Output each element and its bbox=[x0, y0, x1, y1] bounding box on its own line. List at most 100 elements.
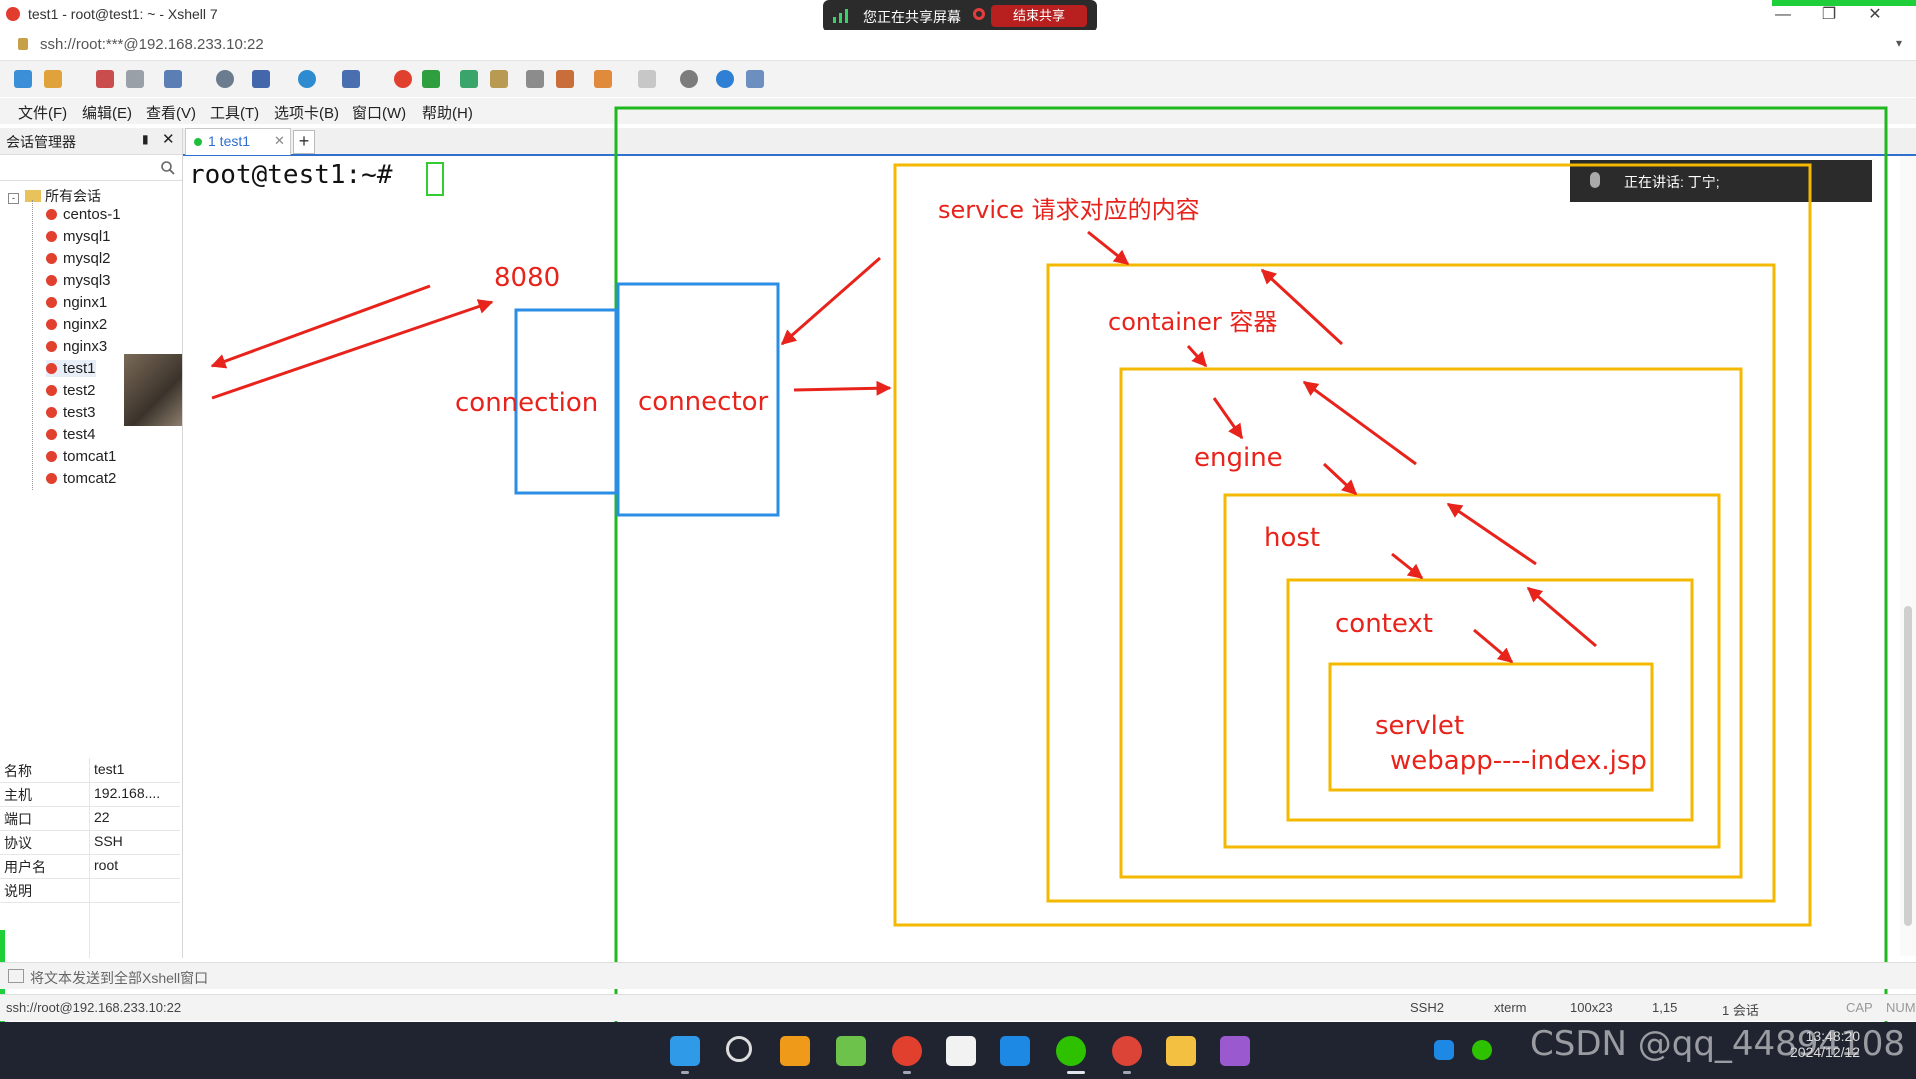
status-size: 100x23 bbox=[1570, 1000, 1613, 1015]
prop-key: 名称 bbox=[4, 763, 32, 779]
pin-icon[interactable]: ▮ bbox=[142, 132, 149, 146]
status-session-count[interactable]: 1 会话 bbox=[1722, 1003, 1759, 1018]
session-item-nginx1[interactable]: nginx1 bbox=[46, 294, 107, 311]
minimize-button[interactable]: — bbox=[1775, 6, 1791, 23]
session-item-test4[interactable]: test4 bbox=[46, 426, 96, 443]
session-item-test2[interactable]: test2 bbox=[46, 382, 96, 399]
windows-start-icon[interactable] bbox=[670, 1036, 700, 1066]
window-title: test1 - root@test1: ~ - Xshell 7 bbox=[28, 6, 218, 22]
session-icon bbox=[46, 407, 57, 418]
session-item-tomcat1[interactable]: tomcat1 bbox=[46, 448, 116, 465]
prop-key: 用户名 bbox=[4, 859, 46, 875]
fullscreen-icon[interactable] bbox=[460, 70, 478, 88]
app-icon[interactable] bbox=[1220, 1036, 1250, 1066]
session-icon bbox=[46, 363, 57, 374]
layout-icon[interactable] bbox=[252, 70, 270, 88]
new-tab-button[interactable]: + bbox=[293, 130, 315, 154]
session-item-tomcat2[interactable]: tomcat2 bbox=[46, 470, 116, 487]
menu-view[interactable]: 查看(V) bbox=[146, 105, 196, 122]
disconnect-icon[interactable] bbox=[96, 70, 114, 88]
tray-app-icon[interactable] bbox=[1434, 1040, 1454, 1060]
taskview-icon[interactable] bbox=[780, 1036, 810, 1066]
xshell-taskbar-icon[interactable] bbox=[892, 1036, 922, 1066]
menu-tools[interactable]: 工具(T) bbox=[210, 105, 260, 122]
collapse-icon[interactable]: - bbox=[8, 193, 19, 204]
reconnect-icon[interactable] bbox=[126, 70, 144, 88]
session-item-centos-1[interactable]: centos-1 bbox=[46, 206, 121, 223]
close-button[interactable]: ✕ bbox=[1868, 6, 1882, 23]
wechat-icon[interactable] bbox=[1056, 1036, 1086, 1066]
prop-value: SSH bbox=[94, 833, 123, 849]
add-icon[interactable] bbox=[594, 70, 612, 88]
photos-icon[interactable] bbox=[1000, 1036, 1030, 1066]
new-session-icon[interactable] bbox=[14, 70, 32, 88]
panel-splitter[interactable] bbox=[182, 128, 183, 958]
session-label: nginx1 bbox=[63, 294, 108, 311]
search-icon[interactable] bbox=[160, 160, 176, 176]
session-manager-header: 会话管理器 ▮ ✕ bbox=[0, 128, 182, 155]
toolbar bbox=[0, 61, 1916, 97]
xshell-icon[interactable] bbox=[394, 70, 412, 88]
menu-tabs[interactable]: 选项卡(B) bbox=[274, 105, 339, 122]
prop-key: 协议 bbox=[4, 835, 32, 851]
terminal-area[interactable]: root@test1:~# bbox=[183, 156, 1900, 956]
terminal-scrollbar[interactable] bbox=[1900, 156, 1916, 956]
session-search-box[interactable] bbox=[0, 156, 182, 181]
globe-icon[interactable] bbox=[298, 70, 316, 88]
font-icon[interactable] bbox=[342, 70, 360, 88]
session-item-test3[interactable]: test3 bbox=[46, 404, 96, 421]
tray-wechat-icon[interactable] bbox=[1472, 1040, 1492, 1060]
close-panel-icon[interactable]: ✕ bbox=[162, 131, 175, 148]
address-text[interactable]: ssh://root:***@192.168.233.10:22 bbox=[40, 36, 264, 53]
status-address: ssh://root@192.168.233.10:22 bbox=[6, 1000, 182, 1015]
menu-window[interactable]: 窗口(W) bbox=[352, 105, 407, 122]
session-item-nginx2[interactable]: nginx2 bbox=[46, 316, 107, 333]
session-label: tomcat2 bbox=[63, 470, 117, 487]
properties-icon[interactable] bbox=[164, 70, 182, 88]
chrome-icon[interactable] bbox=[1112, 1036, 1142, 1066]
typora-icon[interactable] bbox=[946, 1036, 976, 1066]
tab-close-icon[interactable]: ✕ bbox=[274, 133, 285, 148]
address-dropdown-icon[interactable]: ▾ bbox=[1896, 36, 1903, 50]
stop-sharing-button[interactable]: 结束共享 bbox=[991, 5, 1087, 27]
search-taskbar-icon[interactable] bbox=[726, 1036, 752, 1062]
tree-root[interactable]: - 所有会话 bbox=[8, 186, 101, 206]
notepad-icon[interactable] bbox=[836, 1036, 866, 1066]
keyboard-icon[interactable] bbox=[526, 70, 544, 88]
connected-status-icon bbox=[194, 138, 202, 146]
system-clock[interactable]: 13:48:20 2024/12/12 bbox=[1790, 1028, 1860, 1060]
layout2-icon[interactable] bbox=[638, 70, 656, 88]
session-label: test1 bbox=[63, 360, 96, 377]
menu-file[interactable]: 文件(F) bbox=[18, 105, 68, 122]
prop-value: 192.168.... bbox=[94, 785, 161, 801]
chat-icon[interactable] bbox=[746, 70, 764, 88]
lock-toolbar-icon[interactable] bbox=[490, 70, 508, 88]
tree-root-label: 所有会话 bbox=[45, 188, 101, 204]
session-item-mysql1[interactable]: mysql1 bbox=[46, 228, 111, 245]
speaking-indicator: 正在讲话: 丁宁; bbox=[1570, 160, 1872, 202]
open-folder-icon[interactable] bbox=[44, 70, 62, 88]
session-item-test1[interactable]: test1 bbox=[46, 360, 96, 377]
session-label: mysql1 bbox=[63, 228, 111, 245]
file-explorer-icon[interactable] bbox=[1166, 1036, 1196, 1066]
settings-icon[interactable] bbox=[680, 70, 698, 88]
help-icon[interactable] bbox=[716, 70, 734, 88]
send-to-all-bar[interactable]: 将文本发送到全部Xshell窗口 bbox=[0, 962, 1916, 989]
menu-edit[interactable]: 编辑(E) bbox=[82, 105, 132, 122]
menu-help[interactable]: 帮助(H) bbox=[422, 105, 473, 122]
tab-strip: 1 test1 ✕ + bbox=[183, 128, 1916, 156]
session-item-mysql2[interactable]: mysql2 bbox=[46, 250, 111, 267]
session-item-nginx3[interactable]: nginx3 bbox=[46, 338, 107, 355]
xftp-icon[interactable] bbox=[422, 70, 440, 88]
menu-bar: 文件(F) 编辑(E) 查看(V) 工具(T) 选项卡(B) 窗口(W) 帮助(… bbox=[0, 98, 1916, 124]
tab-test1[interactable]: 1 test1 ✕ bbox=[185, 128, 291, 155]
session-item-mysql3[interactable]: mysql3 bbox=[46, 272, 111, 289]
session-icon bbox=[46, 297, 57, 308]
scrollbar-thumb[interactable] bbox=[1904, 606, 1912, 926]
find-icon[interactable] bbox=[216, 70, 234, 88]
pen-icon[interactable] bbox=[556, 70, 574, 88]
session-icon bbox=[46, 451, 57, 462]
maximize-button[interactable]: ❐ bbox=[1821, 6, 1837, 23]
